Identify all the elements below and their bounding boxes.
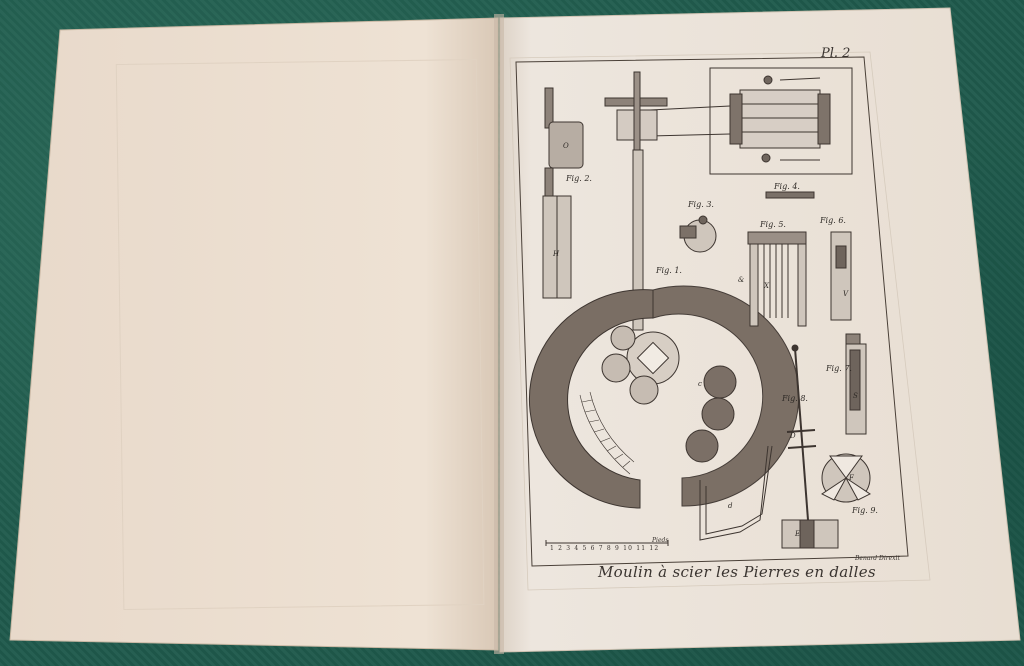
scale-bar: [545, 540, 669, 546]
letter-E: E: [795, 530, 801, 538]
fig5-label: Fig. 5.: [760, 220, 786, 229]
fig5-drawing: [747, 231, 807, 327]
engraved-plate: [509, 51, 931, 591]
fig7-label: Fig. 7.: [826, 364, 852, 373]
fig8-drawing: [781, 344, 839, 549]
plate-caption: Moulin à scier les Pierres en dalles: [598, 563, 876, 581]
left-page: [9, 17, 499, 651]
fig3-drawing: [679, 215, 717, 253]
saw-plan-drawing: [649, 67, 853, 175]
fig9-drawing: [821, 453, 871, 503]
letter-d: d: [728, 502, 733, 510]
letter-o: O: [563, 142, 569, 150]
letter-F: F: [849, 474, 854, 482]
fig6-drawing: [830, 231, 852, 321]
letter-v: V: [843, 290, 849, 298]
fig9-label: Fig. 9.: [852, 506, 878, 515]
fig2-drawing: [542, 87, 584, 299]
plate-number: Pl. 2: [821, 46, 851, 61]
fig4-label: Fig. 4.: [774, 182, 800, 191]
letter-x: X: [764, 282, 769, 290]
fig7-drawing: [845, 333, 867, 435]
fig3-label: Fig. 3.: [688, 200, 714, 209]
fig6-label: Fig. 6.: [820, 216, 846, 225]
engraver-credit: Benard Direxit: [855, 555, 900, 562]
fig4-drawing: [765, 191, 815, 199]
letter-c: c: [698, 380, 702, 388]
letter-h: H: [553, 250, 560, 258]
fig2-label: Fig. 2.: [566, 174, 592, 183]
letter-S: S: [853, 392, 858, 400]
fig8-label: Fig. 8.: [782, 394, 808, 403]
letter-amp: &: [738, 276, 745, 284]
fig1-drawing: [528, 71, 800, 541]
scale-unit-label: Pieds: [652, 537, 669, 544]
scale-numbers: 1 2 3 4 5 6 7 8 9 10 11 12: [550, 545, 660, 552]
letter-D: D: [790, 432, 796, 440]
fig1-label: Fig. 1.: [656, 266, 682, 275]
